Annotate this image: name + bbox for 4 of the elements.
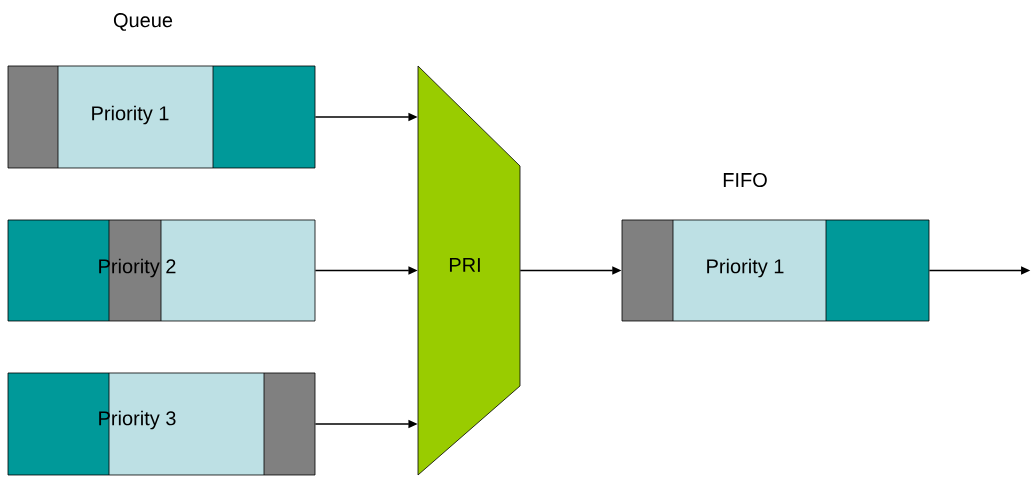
heading: Queue	[113, 13, 173, 31]
queue-box: Priority 1	[7, 65, 316, 169]
heading: FIFO	[723, 172, 767, 188]
queue-box: Priority 1	[621, 219, 930, 322]
